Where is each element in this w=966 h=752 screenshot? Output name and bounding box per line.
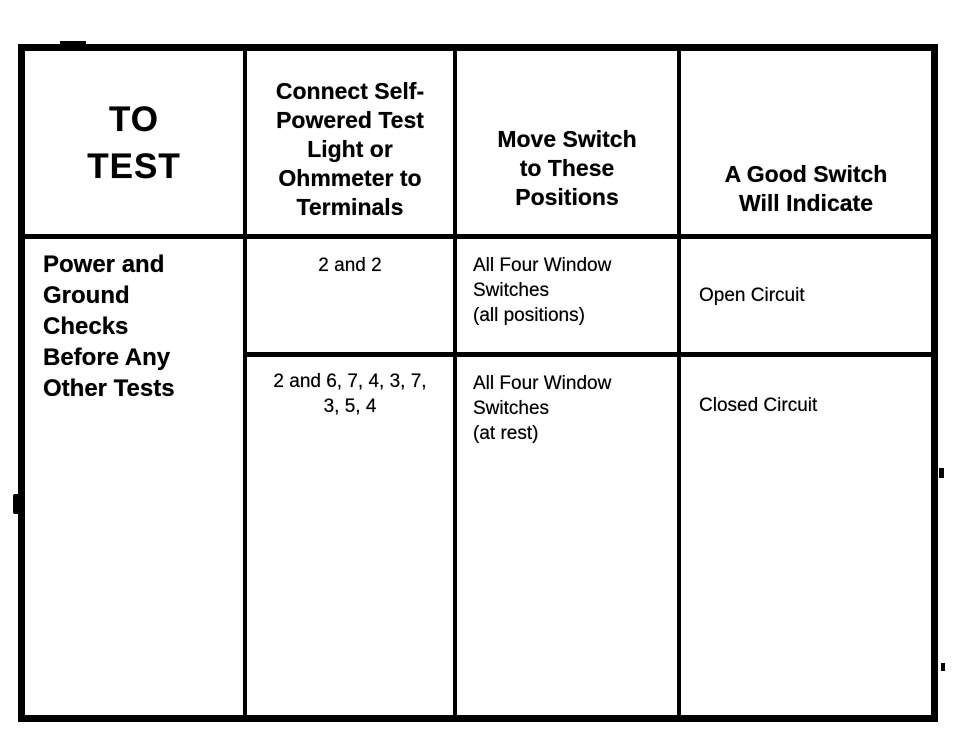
scan-speck	[60, 41, 86, 45]
switch-test-table: TO TEST Connect Self- Powered Test Light…	[18, 44, 938, 722]
cell-test-name: Power and Ground Checks Before Any Other…	[25, 239, 247, 715]
cell-positions-row2: All Four Window Switches (at rest)	[457, 357, 681, 715]
header-connect-terminals: Connect Self- Powered Test Light or Ohmm…	[247, 51, 457, 239]
cell-positions-row1: All Four Window Switches (all positions)	[457, 239, 681, 357]
cell-terminals-row2: 2 and 6, 7, 4, 3, 7, 3, 5, 4	[247, 357, 457, 715]
cell-terminals-row1: 2 and 2	[247, 239, 457, 357]
header-good-switch: A Good Switch Will Indicate	[681, 51, 931, 239]
header-to-test: TO TEST	[25, 51, 247, 239]
scan-speck	[939, 468, 944, 478]
header-move-switch: Move Switch to These Positions	[457, 51, 681, 239]
cell-indication-row1: Open Circuit	[681, 239, 931, 357]
scan-speck	[13, 494, 20, 514]
scan-speck	[941, 663, 945, 671]
cell-indication-row2: Closed Circuit	[699, 395, 818, 416]
